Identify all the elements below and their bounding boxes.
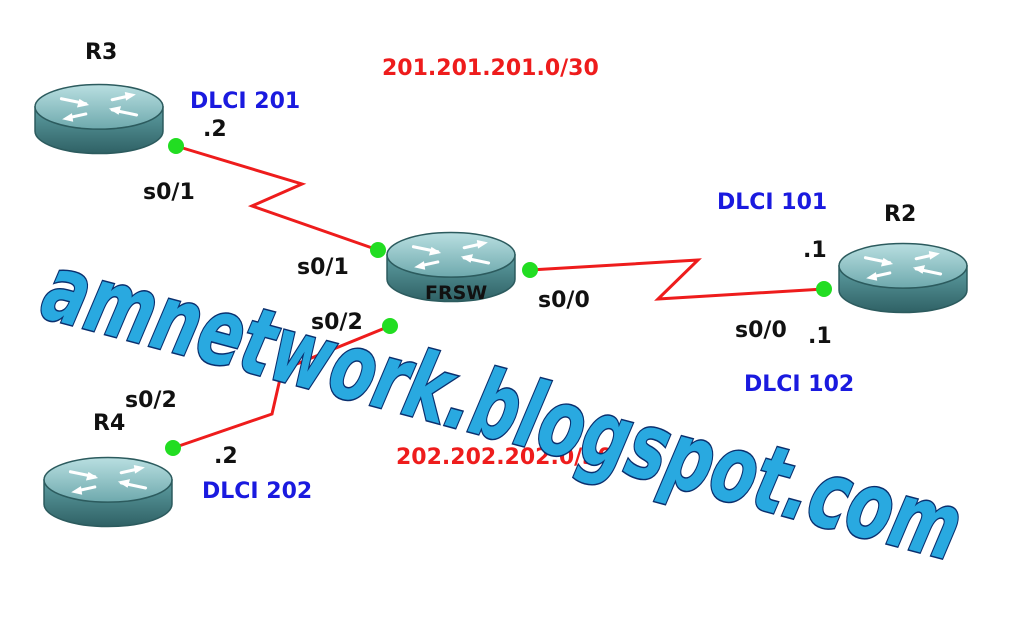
subnet-label-top: 201.201.201.0/30: [382, 56, 599, 81]
host-address-r3: .2: [203, 117, 227, 142]
port-dot-r2: [816, 281, 832, 297]
port-dot-frsw-right: [522, 262, 538, 278]
dlci-label-r2-a: DLCI 101: [717, 190, 828, 215]
link-frsw-r2: [529, 258, 825, 301]
port-dot-frsw-bottom: [382, 318, 398, 334]
link-frsw-r4: [172, 324, 391, 450]
device-name-r2: R2: [884, 202, 917, 227]
port-dot-r4: [165, 440, 181, 456]
interface-label-r3: s0/1: [143, 180, 195, 205]
interface-label-r2: s0/0: [735, 318, 787, 343]
link-r3-frsw: [175, 144, 379, 252]
interface-label-r4: s0/2: [125, 388, 177, 413]
dlci-label-r2-b: DLCI 102: [744, 372, 855, 397]
subnet-label-bottom: 202.202.202.0/30: [396, 445, 613, 470]
host-address-r2-a: .1: [803, 238, 827, 263]
host-address-r4: .2: [214, 444, 238, 469]
device-name-frsw: FRSW: [425, 282, 488, 304]
interface-label-frsw-right: s0/0: [538, 288, 590, 313]
watermark-text: amnetwork.blogspot.com: [32, 234, 972, 582]
host-address-r2-b: .1: [808, 324, 832, 349]
device-name-r3: R3: [85, 40, 118, 65]
interface-label-frsw-left: s0/1: [297, 255, 349, 280]
device-name-r4: R4: [93, 411, 126, 436]
port-dot-r3: [168, 138, 184, 154]
port-dot-frsw-left: [370, 242, 386, 258]
interface-label-frsw-bottom: s0/2: [311, 310, 363, 335]
dlci-label-r4: DLCI 202: [202, 479, 313, 504]
dlci-label-r3: DLCI 201: [190, 89, 301, 114]
